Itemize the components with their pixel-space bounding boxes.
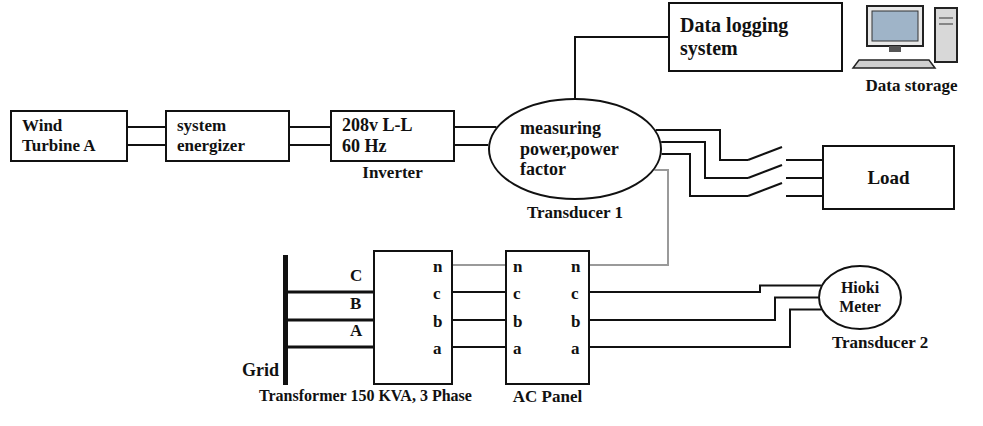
wire-path xyxy=(453,264,505,266)
switch-symbol xyxy=(748,183,786,196)
wire-path xyxy=(128,126,165,128)
grid-label: Grid xyxy=(242,360,279,381)
node-text: Data logging system xyxy=(680,14,811,60)
wire-connector xyxy=(590,286,821,348)
wire-path xyxy=(453,291,505,293)
grid-phase-line xyxy=(288,291,373,294)
node-text: 208v L-L 60 Hz xyxy=(342,115,423,156)
inverter-box: 208v L-L 60 HzInverter xyxy=(330,110,455,162)
text-holder: Data logging system xyxy=(680,4,811,70)
text-holder: Hioki Meter xyxy=(824,265,896,330)
ac-panel-box: nnccbbaaAC Panel xyxy=(505,250,590,385)
terminal-letter: b xyxy=(433,312,442,332)
grid-phase-line xyxy=(288,346,373,349)
wire-path xyxy=(455,144,488,146)
node-text: Hioki Meter xyxy=(824,279,896,316)
terminal-letter: n xyxy=(513,257,522,277)
wire-connector xyxy=(290,127,330,145)
terminal-letter: a xyxy=(513,339,522,359)
caption-text: Transformer 150 KVA, 3 Phase xyxy=(259,387,472,405)
wire-path xyxy=(662,154,822,196)
wire-connector xyxy=(128,127,165,145)
phase-label: B xyxy=(350,294,361,314)
caption-text: Data storage xyxy=(865,76,957,96)
turbine-box: Wind Turbine A xyxy=(10,110,128,162)
meter-circle: Hioki MeterTransducer 2 xyxy=(818,265,902,330)
wire-connector xyxy=(656,130,822,196)
logger-box: Data logging system xyxy=(668,2,843,72)
grid-bus-bar xyxy=(283,255,288,385)
caption-text: Transducer 2 xyxy=(832,333,928,353)
wire-connector xyxy=(453,265,505,347)
text-holder: 208v L-L 60 Hz xyxy=(342,112,423,160)
terminal-letter: a xyxy=(433,339,442,359)
wire-path xyxy=(455,126,497,128)
node-text: measuring power,power factor xyxy=(520,118,634,180)
wire-path xyxy=(290,144,330,146)
terminal-letter: b xyxy=(513,312,522,332)
terminal-letter: a xyxy=(571,339,580,359)
phase-label: A xyxy=(350,321,362,341)
transformer-box: ncbaTransformer 150 KVA, 3 Phase xyxy=(373,250,453,385)
node-text: Wind Turbine A xyxy=(22,116,98,155)
terminal-letter: c xyxy=(571,284,579,304)
node-text: system energizer xyxy=(177,116,274,155)
wire-path xyxy=(290,126,330,128)
switch-symbol xyxy=(748,147,786,160)
terminal-letter: c xyxy=(433,284,441,304)
terminal-letter: c xyxy=(513,284,521,304)
wire-connector xyxy=(575,37,668,98)
wire-path xyxy=(590,298,818,321)
wire-path xyxy=(656,130,822,160)
wire-path xyxy=(661,142,822,178)
wire-path xyxy=(453,346,505,348)
wire-path xyxy=(575,37,668,98)
node-text: Load xyxy=(867,167,909,189)
text-holder: system energizer xyxy=(177,112,274,160)
wire-path xyxy=(590,286,821,293)
wire-path xyxy=(453,319,505,321)
terminal-letter: n xyxy=(571,257,580,277)
energizer-box: system energizer xyxy=(165,110,290,162)
text-holder: Load xyxy=(834,147,943,208)
transducer-ellipse: measuring power,power factorTransducer 1 xyxy=(488,98,662,200)
caption-text: Inverter xyxy=(362,163,422,183)
caption-text: Transducer 1 xyxy=(527,203,623,223)
wire-path xyxy=(128,144,165,146)
switch-symbol xyxy=(748,165,786,178)
terminal-letter: n xyxy=(433,257,442,277)
text-holder: measuring power,power factor xyxy=(520,98,634,200)
terminal-letter: b xyxy=(571,312,580,332)
load-box: Load xyxy=(822,145,955,210)
caption-text: AC Panel xyxy=(513,387,582,407)
text-holder: Wind Turbine A xyxy=(22,112,98,160)
wire-path xyxy=(590,310,821,348)
phase-label: C xyxy=(350,266,362,286)
computer-icon: Data storage xyxy=(845,2,978,72)
computer-drawing xyxy=(845,2,978,72)
